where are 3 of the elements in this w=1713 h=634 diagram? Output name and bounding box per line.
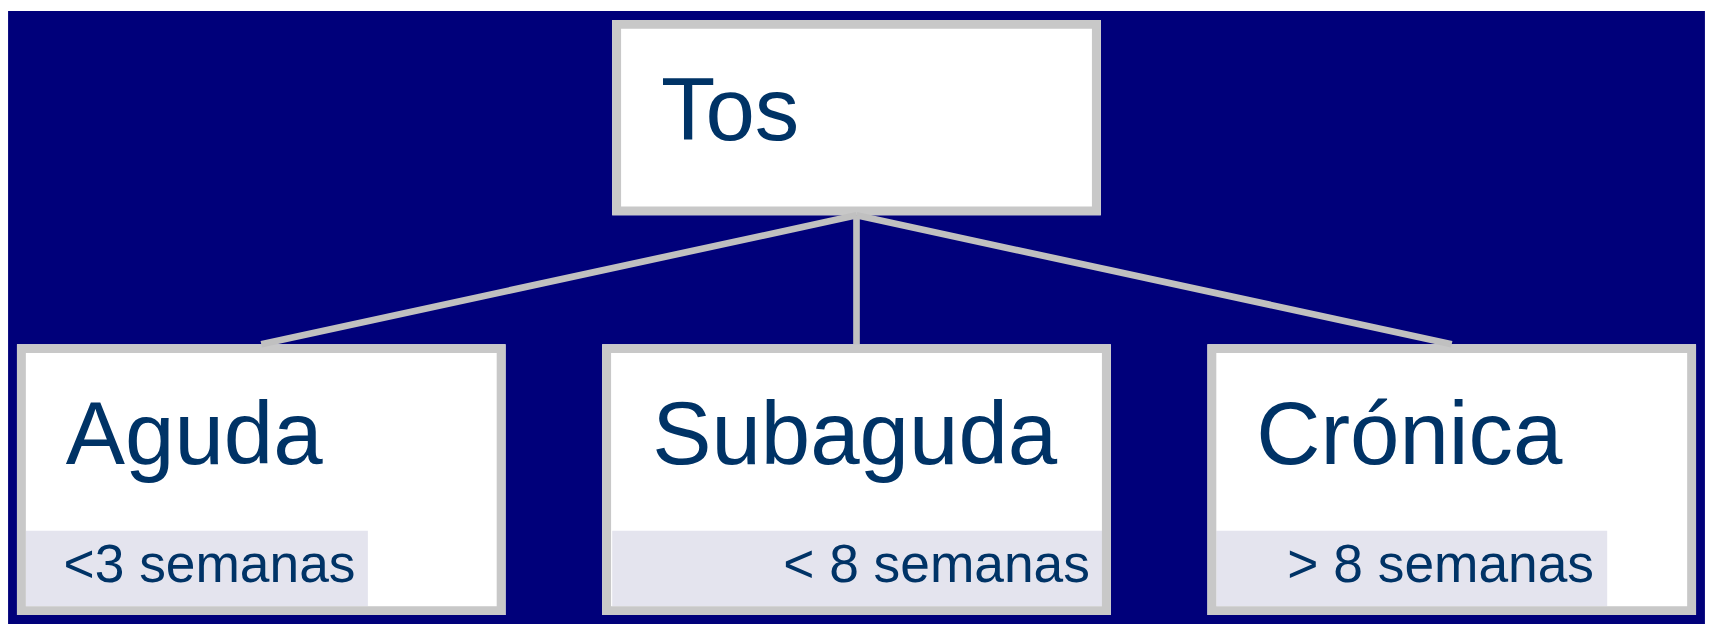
connector (260, 211, 858, 347)
connector (853, 214, 860, 344)
connector (855, 211, 1453, 347)
